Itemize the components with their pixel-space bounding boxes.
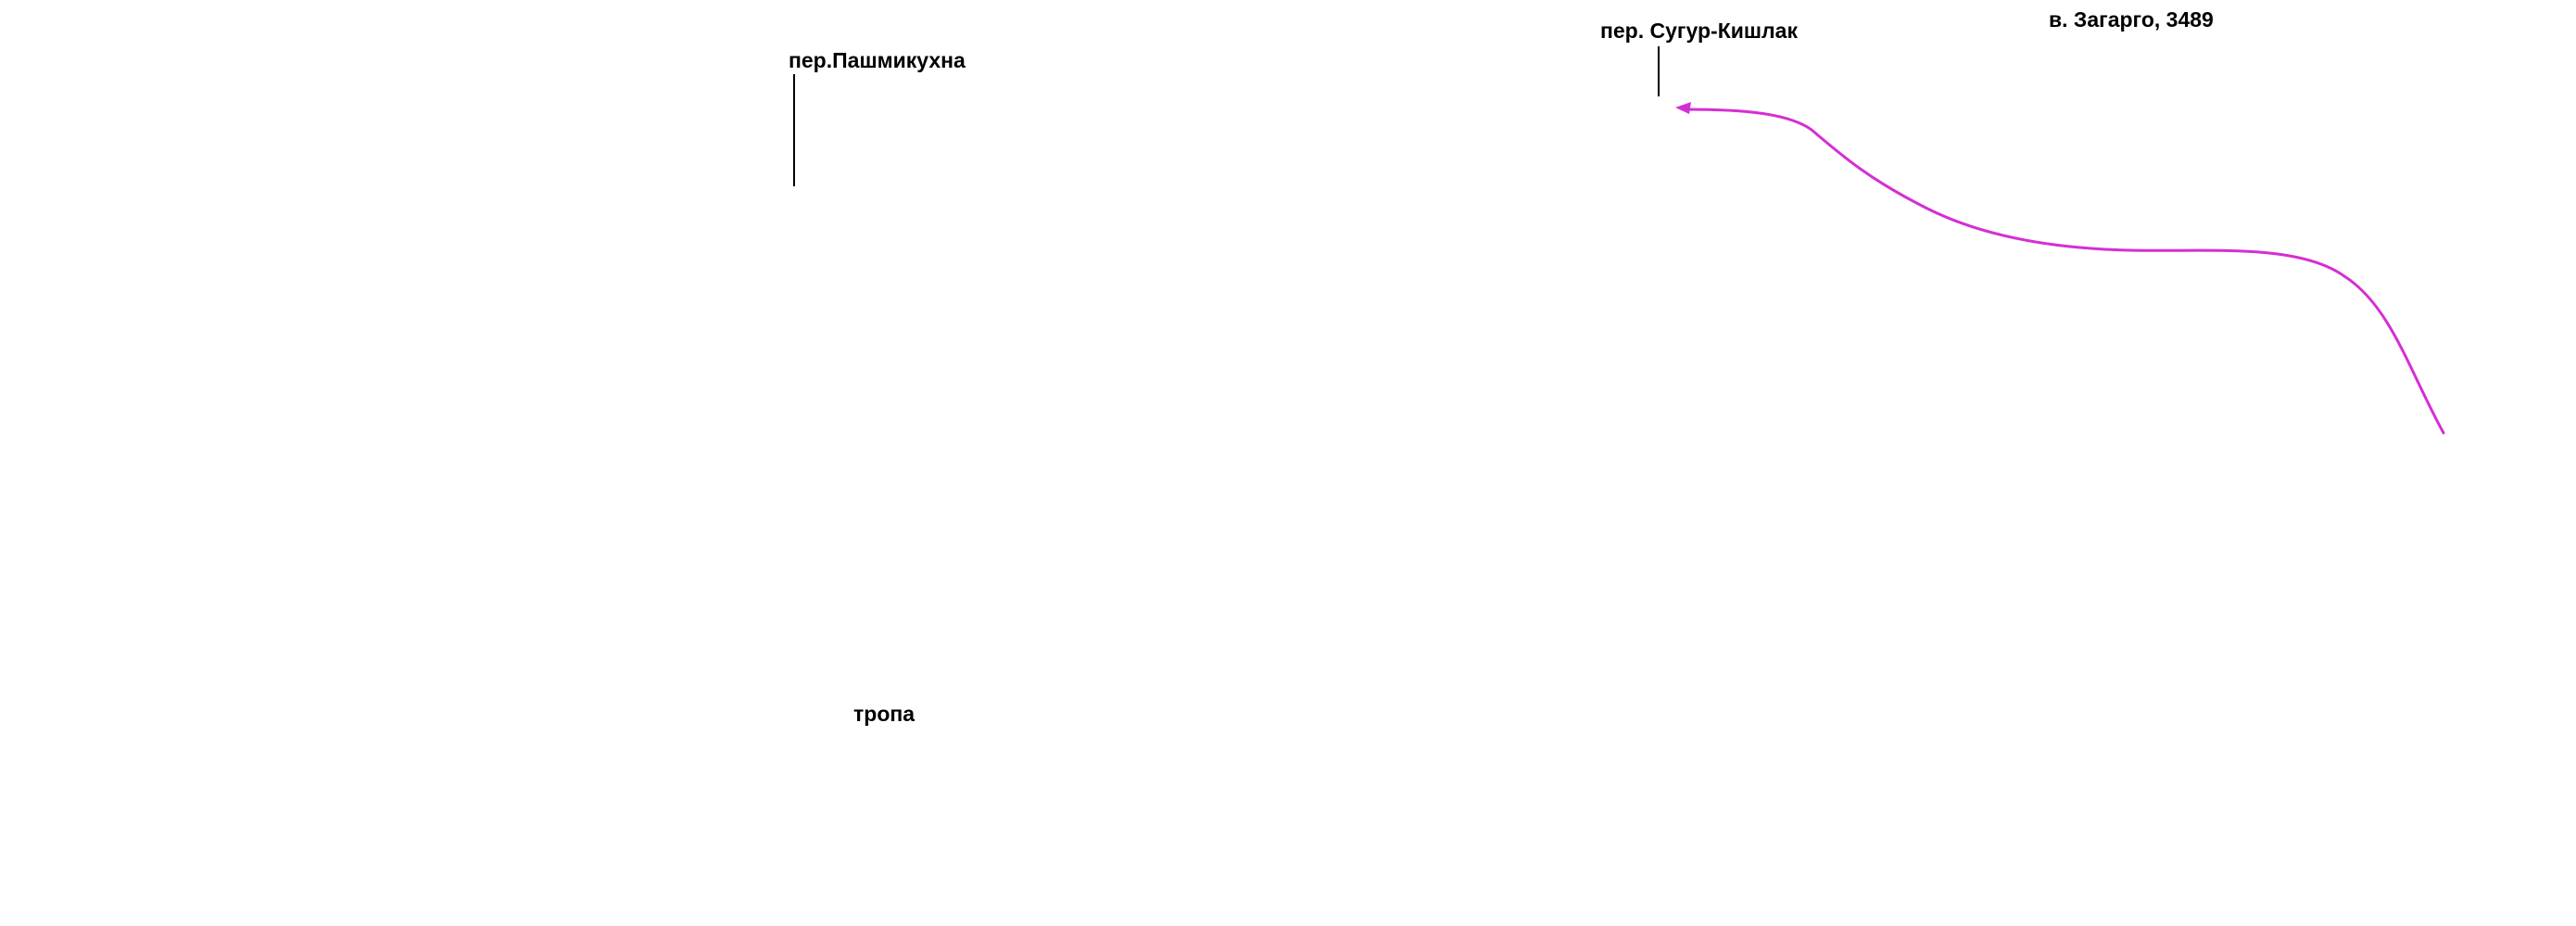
route-line xyxy=(1685,108,2445,435)
route-arrow-icon xyxy=(1675,102,1691,114)
trail-label: тропа xyxy=(853,702,915,726)
peak-zagargo-label: в. Загарго, 3489 xyxy=(2049,7,2214,32)
pass-pashmikukhna-label: пер.Пашмикухна xyxy=(789,48,966,72)
pass-sugur-kishlak-label: пер. Сугур-Кишлак xyxy=(1600,19,1798,43)
